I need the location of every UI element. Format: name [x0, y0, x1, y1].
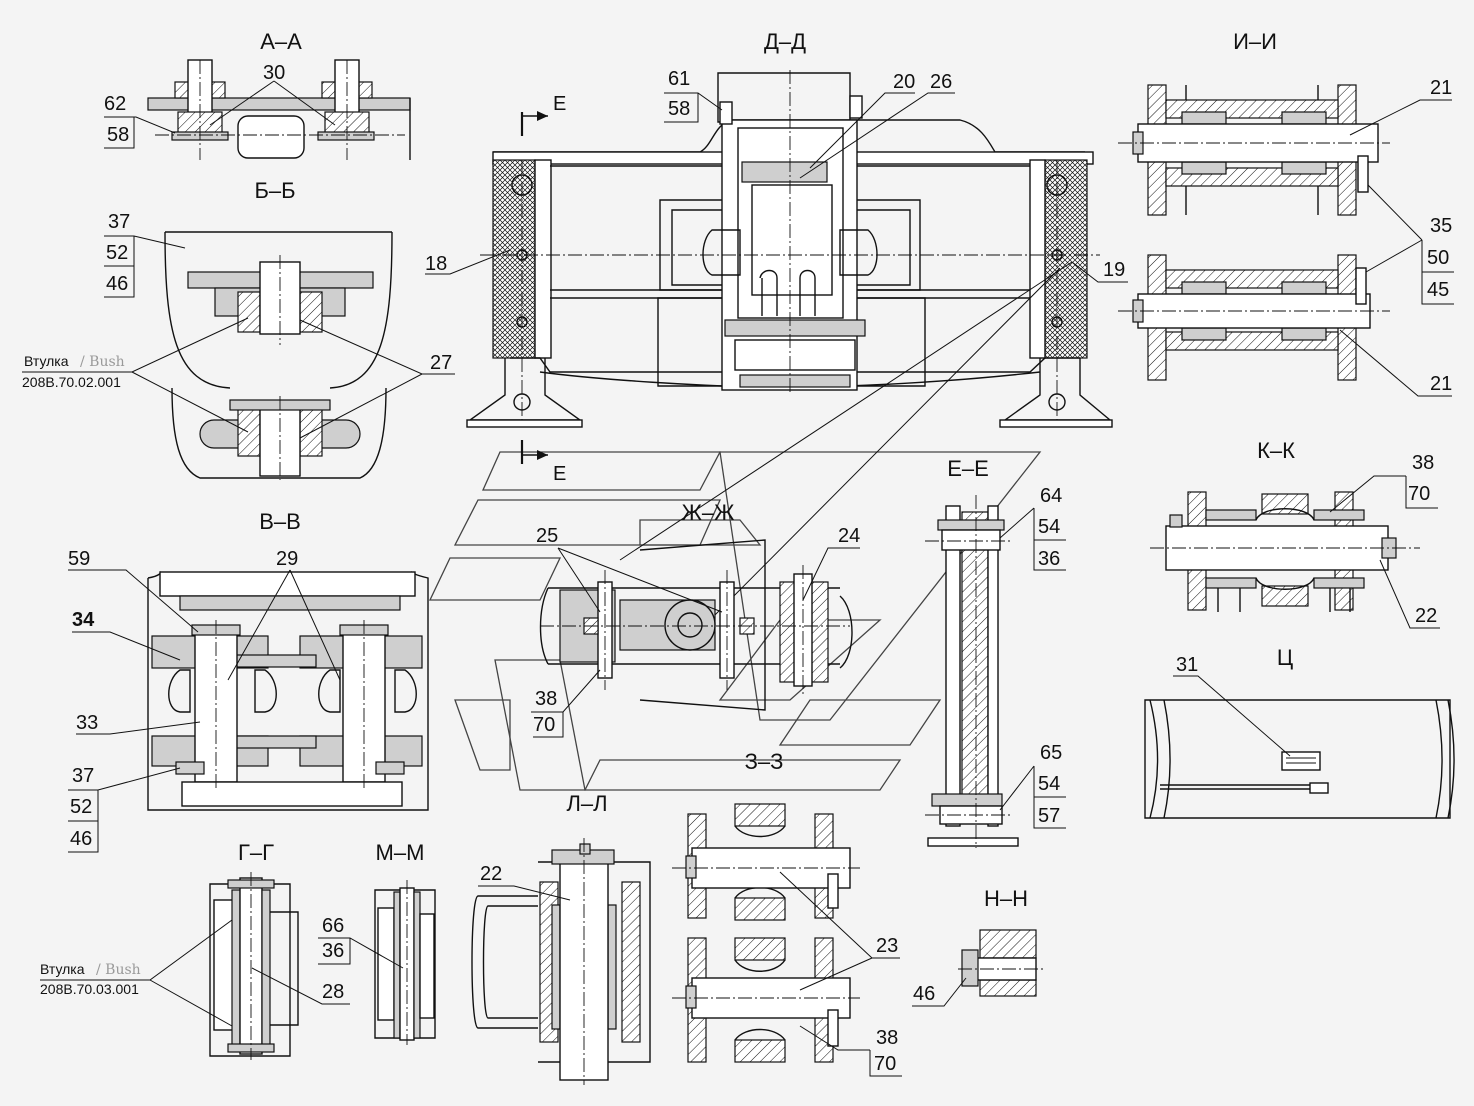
callout-27: 27: [430, 352, 452, 374]
section-nn-title: Н–Н: [984, 886, 1028, 911]
callout-36: 36: [1038, 548, 1060, 570]
bush-label-en-1: / Bush: [80, 354, 125, 370]
callout-19: 19: [1103, 259, 1125, 281]
section-ll: Л–Л 22: [471, 791, 651, 1085]
section-gg: Г–Г Втулка / Bush 208В.70.03.001 28: [40, 840, 350, 1060]
cut-marker-e-top: Е: [553, 93, 566, 115]
section-zhzh: Ж–Ж 25 24 38 70: [531, 500, 860, 738]
section-vv: В–В 59 29 34 33 37 52 46: [68, 509, 429, 853]
callout-35: 35: [1430, 215, 1452, 237]
callout-29: 29: [276, 548, 298, 570]
callout-46: 46: [70, 828, 92, 850]
callout-54: 54: [1038, 516, 1060, 538]
section-aa: А–А 30 62 58: [104, 29, 411, 160]
callout-36: 36: [322, 940, 344, 962]
callout-26: 26: [930, 71, 952, 93]
section-ll-title: Л–Л: [566, 791, 607, 816]
section-dd-title: Д–Д: [764, 29, 806, 54]
section-ii-title: И–И: [1233, 29, 1277, 54]
callout-70: 70: [533, 714, 555, 736]
callout-65: 65: [1040, 742, 1062, 764]
callout-59: 59: [68, 548, 90, 570]
callout-70: 70: [1408, 483, 1430, 505]
callout-34: 34: [72, 609, 95, 631]
callout-33: 33: [76, 712, 98, 734]
callout-46: 46: [106, 273, 128, 295]
section-mm: М–М 66 36: [318, 840, 436, 1045]
section-ee: Е–Е 64 54 36 65 54 57: [925, 456, 1066, 848]
section-gg-title: Г–Г: [238, 840, 274, 865]
callout-52: 52: [70, 796, 92, 818]
section-vv-title: В–В: [259, 509, 301, 534]
callout-38: 38: [1412, 452, 1434, 474]
callout-22: 22: [480, 863, 502, 885]
callout-20: 20: [893, 71, 915, 93]
section-ii: И–И 21 35 50 45 21: [1118, 29, 1454, 397]
callout-57: 57: [1038, 805, 1060, 827]
callout-30: 30: [263, 62, 285, 84]
section-zz-title: З–З: [745, 749, 784, 774]
section-bb: Б–Б 37 52 46 27 Втулка / Bush 208В.70.02…: [22, 178, 455, 480]
bush-code-2: 208В.70.03.001: [40, 981, 139, 997]
callout-38: 38: [876, 1027, 898, 1049]
callout-21: 21: [1430, 373, 1452, 395]
section-ts: Ц 31: [1144, 645, 1455, 819]
callout-58: 58: [668, 98, 690, 120]
callout-38: 38: [535, 688, 557, 710]
section-dd: Д–Д: [425, 29, 1128, 631]
callout-64: 64: [1040, 485, 1062, 507]
section-mm-title: М–М: [376, 840, 425, 865]
callout-70: 70: [874, 1053, 896, 1075]
section-kk: К–К 38 70 22: [1150, 438, 1440, 629]
section-ee-title: Е–Е: [947, 456, 989, 481]
bush-label-ru-2: Втулка: [40, 961, 85, 977]
section-kk-title: К–К: [1257, 438, 1295, 463]
callout-45: 45: [1427, 279, 1449, 301]
section-zz: З–З 23 38 70: [672, 749, 902, 1077]
callout-24: 24: [838, 525, 860, 547]
section-ts-title: Ц: [1277, 645, 1293, 670]
bush-code-1: 208В.70.02.001: [22, 374, 121, 390]
callout-52: 52: [106, 242, 128, 264]
bush-label-en-2: / Bush: [96, 962, 141, 978]
callout-62: 62: [104, 93, 126, 115]
callout-54: 54: [1038, 773, 1060, 795]
callout-50: 50: [1427, 247, 1449, 269]
section-zhzh-title: Ж–Ж: [682, 500, 736, 525]
bush-label-ru-1: Втулка: [24, 353, 69, 369]
callout-61: 61: [668, 68, 690, 90]
section-nn: Н–Н 46: [912, 886, 1046, 1007]
callout-37: 37: [108, 211, 130, 233]
callout-58: 58: [107, 124, 129, 146]
callout-18: 18: [425, 253, 447, 275]
cut-marker-e-bottom: Е: [553, 463, 566, 485]
callout-66: 66: [322, 915, 344, 937]
callout-37: 37: [72, 765, 94, 787]
callout-21: 21: [1430, 77, 1452, 99]
section-aa-title: А–А: [260, 29, 302, 54]
callout-23: 23: [876, 935, 898, 957]
callout-22: 22: [1415, 605, 1437, 627]
section-bb-title: Б–Б: [254, 178, 295, 203]
callout-28: 28: [322, 981, 344, 1003]
callout-46: 46: [913, 983, 935, 1005]
callout-25: 25: [536, 525, 558, 547]
callout-31: 31: [1176, 654, 1198, 676]
